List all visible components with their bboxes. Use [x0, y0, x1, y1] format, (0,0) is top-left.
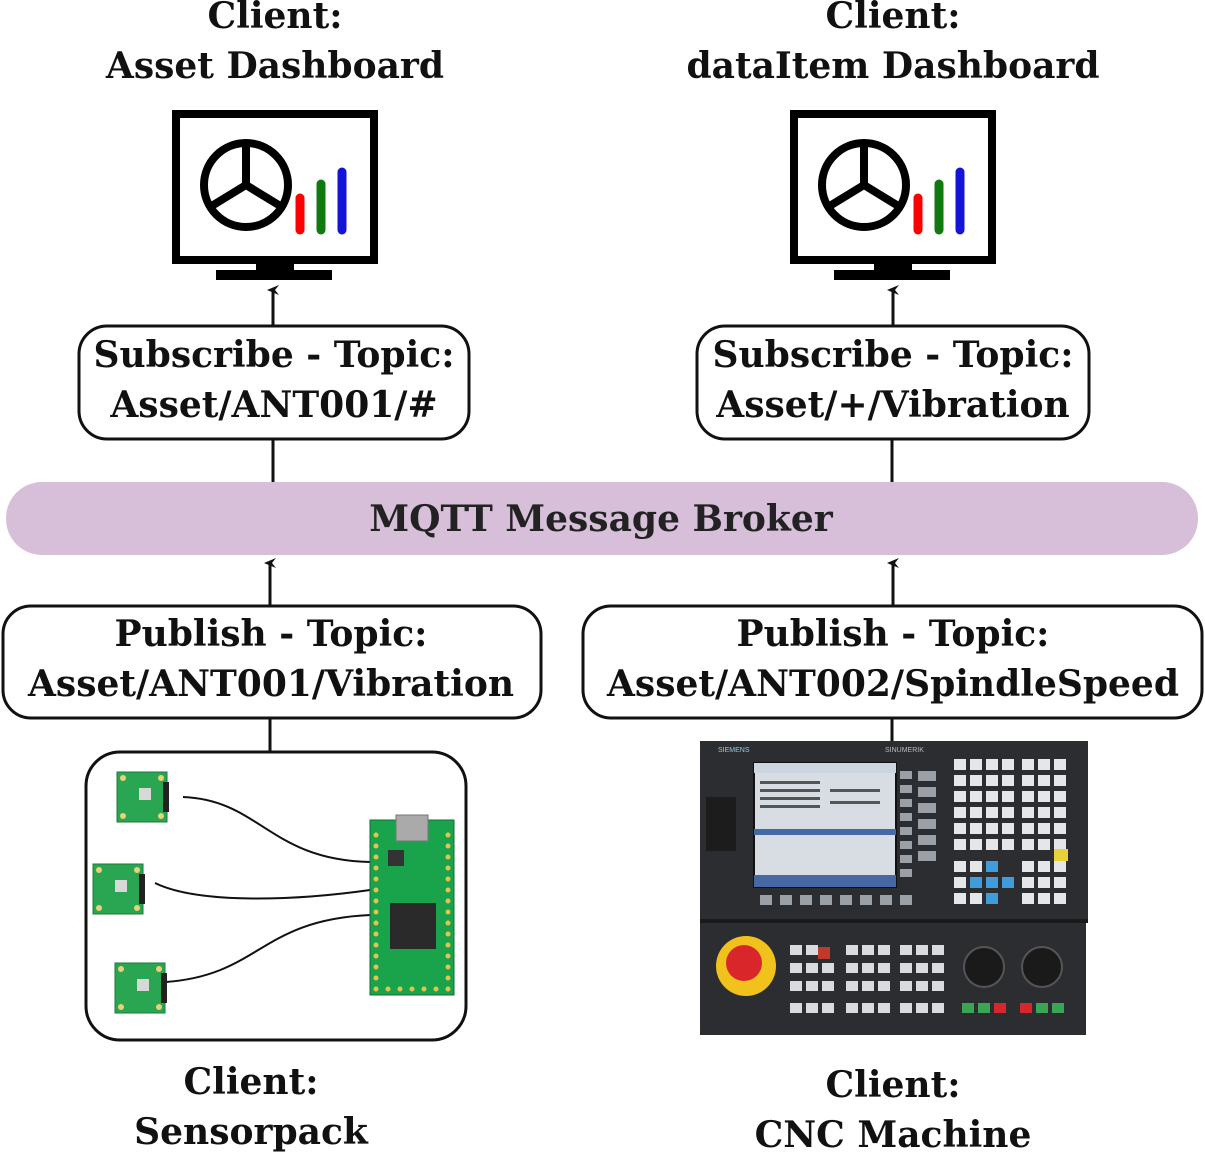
cnc-model: SINUMERIK	[885, 747, 924, 754]
publish-topic: Asset/ANT002/SpindleSpeed	[606, 663, 1179, 705]
cnc-machine-client-label: Client:	[826, 1064, 961, 1106]
asset-dashboard-client-label: Client:	[208, 0, 343, 37]
publish-topic: Asset/ANT001/Vibration	[27, 663, 514, 705]
cnc-machine-client-name: CNC Machine	[755, 1114, 1032, 1152]
subscribe-topic: Asset/ANT001/#	[109, 384, 437, 426]
cnc-brand: SIEMENS	[718, 747, 750, 754]
publish-box-vibration: Publish - Topic: Asset/ANT001/Vibration	[1, 604, 543, 720]
subscribe-topic: Asset/+/Vibration	[715, 384, 1069, 426]
dataitem-dashboard-client-label: Client:	[826, 0, 961, 37]
monitor-dashboard-icon	[172, 110, 378, 280]
sensorpack-client-label: Client:	[184, 1061, 319, 1103]
broker-label: MQTT Message Broker	[369, 498, 834, 540]
asset-dashboard-client-name: Asset Dashboard	[105, 45, 444, 87]
microcontroller-board-icon	[369, 814, 455, 996]
publish-box-spindlespeed: Publish - Topic: Asset/ANT002/SpindleSpe…	[581, 604, 1204, 720]
sensor-board-icon	[92, 863, 145, 915]
publish-label: Publish - Topic:	[115, 613, 428, 655]
sensor-board-icon	[116, 771, 169, 823]
sensorpack-client-name: Sensorpack	[134, 1111, 369, 1152]
monitor-dashboard-icon	[790, 110, 996, 280]
cnc-control-panel-icon: SIEMENS SINUMERIK	[700, 741, 1088, 1035]
sensorpack-device	[84, 750, 468, 1042]
subscribe-label: Subscribe - Topic:	[713, 334, 1074, 376]
subscribe-box-asset: Subscribe - Topic: Asset/ANT001/#	[77, 324, 471, 441]
mqtt-broker: MQTT Message Broker	[6, 482, 1198, 555]
subscribe-label: Subscribe - Topic:	[94, 334, 455, 376]
dataitem-dashboard-client-name: dataItem Dashboard	[686, 45, 1099, 87]
publish-label: Publish - Topic:	[737, 613, 1050, 655]
sensor-board-icon	[114, 962, 167, 1014]
subscribe-box-vibration: Subscribe - Topic: Asset/+/Vibration	[695, 324, 1091, 441]
